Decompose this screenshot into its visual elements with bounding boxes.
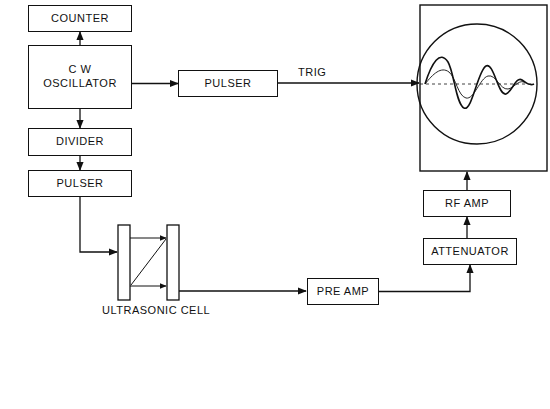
box-label: DIVIDER (56, 135, 104, 149)
box-label: ATTENUATOR (431, 245, 509, 259)
sound-path (130, 286, 166, 287)
process-box: ATTENUATOR (423, 238, 517, 265)
waveform-trace (425, 57, 534, 108)
box-label: PULSER (56, 177, 103, 191)
process-box: COUNTER (28, 5, 132, 32)
signal-label: TRIG (296, 66, 328, 78)
process-box: PULSER (28, 170, 132, 197)
process-box: PRE AMP (307, 278, 379, 305)
process-box: RF AMP (423, 190, 511, 217)
sound-path (131, 239, 166, 285)
process-box: DIVIDER (28, 128, 132, 156)
signal-arrow (466, 217, 467, 238)
box-label: COUNTER (51, 12, 109, 26)
box-label: PULSER (204, 77, 251, 91)
receive-wire (179, 290, 306, 291)
transducer-plate (118, 225, 130, 300)
signal-arrow (79, 156, 80, 170)
reference-trace (425, 70, 524, 98)
signal-arrow (379, 265, 470, 292)
process-box: C W OSCILLATOR (28, 45, 132, 109)
trigger-wire (278, 82, 419, 83)
sound-path (130, 238, 166, 239)
part-label: ULTRASONIC CELL (100, 304, 212, 316)
signal-arrow (79, 109, 80, 128)
oscilloscope-housing (420, 5, 547, 171)
box-label: RF AMP (445, 197, 489, 211)
signal-arrow (79, 32, 80, 45)
excitation-wire (80, 197, 117, 252)
box-label: PRE AMP (317, 285, 369, 299)
process-box: PULSER (178, 70, 278, 97)
oscilloscope-screen (417, 24, 537, 144)
box-label: C W OSCILLATOR (42, 63, 118, 91)
signal-arrow (132, 83, 178, 84)
transducer-plate (167, 225, 179, 300)
signal-wire (466, 172, 467, 190)
